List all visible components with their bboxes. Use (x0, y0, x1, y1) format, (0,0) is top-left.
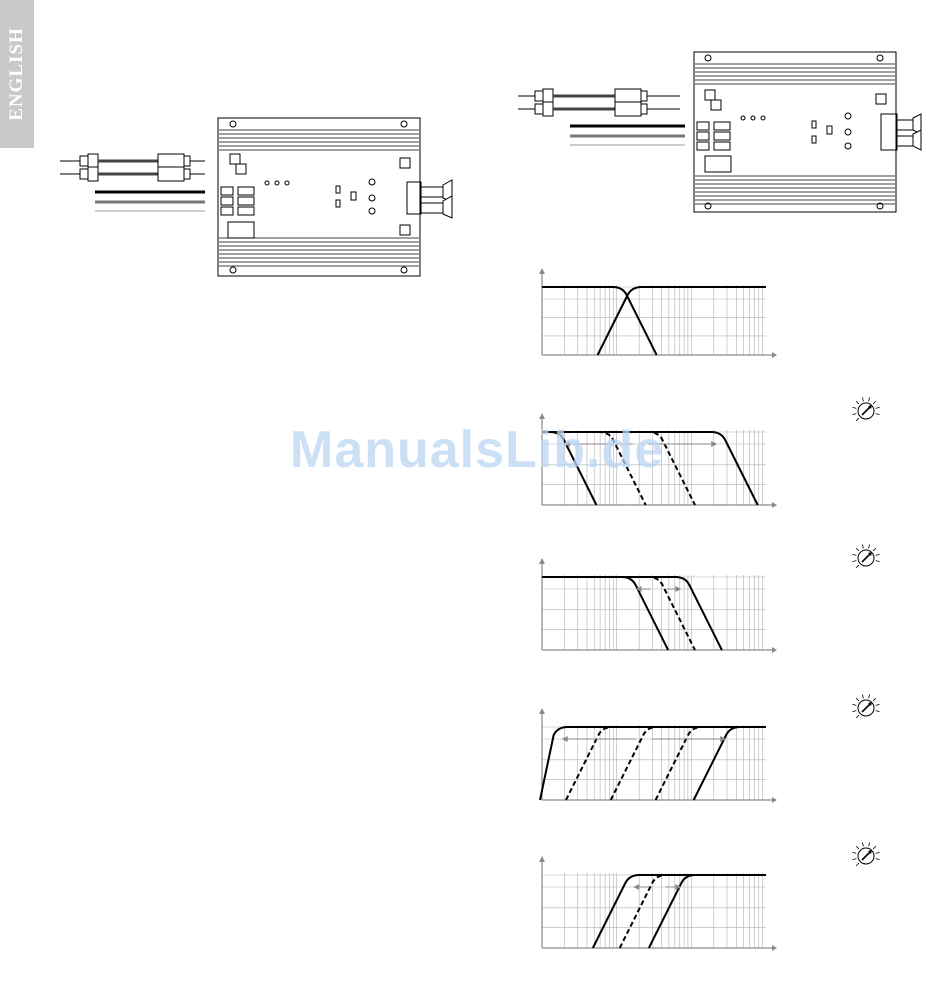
response-curve (611, 727, 766, 800)
x-axis-arrow (772, 502, 777, 508)
adjust-arrow-head (633, 884, 639, 890)
knob-tick (873, 698, 876, 701)
knob-tick (862, 544, 863, 548)
knob-tick (869, 694, 870, 698)
knob-tick (856, 418, 859, 421)
knob-tick (869, 544, 870, 548)
response-curve (540, 727, 766, 800)
speaker-icon (421, 180, 452, 218)
knob-tick (869, 842, 870, 846)
rca-cable-icon (60, 154, 205, 181)
language-tab-label: ENGLISH (6, 27, 28, 121)
knob-tick (862, 842, 863, 846)
knob-tick (852, 414, 856, 415)
language-tab: ENGLISH (0, 0, 34, 148)
adjust-arrow-head (675, 586, 681, 592)
response-curve (542, 577, 722, 650)
knob-tick (876, 414, 880, 415)
knob-tick (876, 704, 880, 705)
x-axis-arrow (772, 945, 777, 951)
response-curve (694, 727, 766, 800)
knob-tick (856, 715, 859, 718)
knob-tick (852, 561, 856, 562)
adjust-arrow-head (711, 441, 717, 447)
y-axis-arrow (539, 268, 545, 274)
knob-tick (873, 401, 876, 404)
knob-tick (852, 711, 856, 712)
knob-tick (852, 704, 856, 705)
response-chart-5 (530, 853, 780, 958)
knob-icon (850, 840, 882, 872)
knob-icon (850, 395, 882, 427)
wiring-diagram-right (515, 48, 925, 218)
x-axis-arrow (772, 647, 777, 653)
y-axis-arrow (539, 708, 545, 714)
response-curve (649, 875, 766, 948)
knob-tick (856, 698, 859, 701)
response-curve (598, 287, 766, 355)
knob-tick (856, 863, 859, 866)
response-curve (542, 287, 657, 355)
knob-tick (869, 397, 870, 401)
response-curve (542, 577, 695, 650)
y-axis-arrow (539, 558, 545, 564)
response-chart-1 (530, 265, 780, 365)
knob-tick (852, 859, 856, 860)
knob-tick (852, 407, 856, 408)
knob-tick (873, 548, 876, 551)
knob-tick (876, 554, 880, 555)
knob-tick (876, 852, 880, 853)
y-axis-arrow (539, 856, 545, 862)
knob-tick (856, 548, 859, 551)
watermark: ManualsLib.de (290, 420, 664, 480)
knob-tick (856, 565, 859, 568)
speaker-icon (897, 114, 921, 150)
rca-cable-icon (518, 89, 680, 116)
knob-tick (862, 694, 863, 698)
knob-icon (850, 542, 882, 574)
knob-tick (856, 846, 859, 849)
wiring-diagram-left (40, 110, 470, 285)
x-axis-arrow (772, 352, 777, 358)
response-chart-4 (530, 705, 780, 810)
y-axis-arrow (539, 413, 545, 419)
knob-tick (852, 852, 856, 853)
knob-tick (876, 711, 880, 712)
knob-tick (876, 859, 880, 860)
x-axis-arrow (772, 797, 777, 803)
response-curve (620, 875, 766, 948)
knob-tick (856, 401, 859, 404)
knob-tick (876, 561, 880, 562)
knob-tick (873, 846, 876, 849)
knob-icon (850, 692, 882, 724)
knob-tick (862, 397, 863, 401)
response-chart-3 (530, 555, 780, 660)
knob-tick (876, 407, 880, 408)
knob-tick (852, 554, 856, 555)
